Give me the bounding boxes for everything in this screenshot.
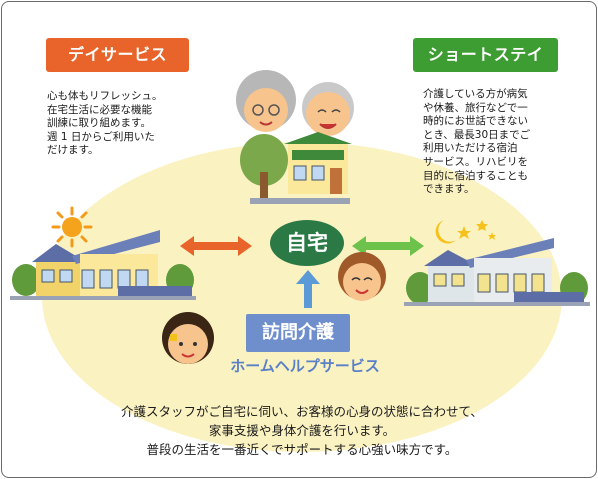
elderly-couple-icon [236, 70, 354, 204]
short-stay-arrow-icon [352, 236, 424, 256]
short-stay-description: 介護している方が病気 や休養、旅行などで一 時的にお世話できない とき、最長30… [423, 88, 531, 196]
short-stay-building-icon [404, 238, 590, 306]
description-line: 家事支援や身体介護を行います。 [208, 423, 396, 438]
description-line: 普段の生活を一番近くでサポートする心強い味方です。 [146, 442, 458, 457]
day-service-title: デイサービス [46, 38, 189, 72]
home-helper-icon [162, 312, 214, 364]
caregiver-woman-icon [338, 252, 386, 301]
day-service-arrow-icon [180, 236, 252, 256]
home-help-subtitle: ホームヘルプサービス [230, 357, 380, 375]
description-line: 介護スタッフがご自宅に伺い、お客様の心身の状態に合わせて、 [121, 404, 483, 419]
home-help-title: 訪問介護 [246, 314, 350, 352]
home-help-description: 介護スタッフがご自宅に伺い、お客様の心身の状態に合わせて、 家事支援や身体介護を… [42, 402, 562, 459]
sun-icon [51, 206, 93, 248]
home-help-arrow-icon [296, 270, 320, 308]
short-stay-title: ショートステイ [413, 38, 558, 72]
moon-stars-icon [435, 220, 496, 244]
home-label: 自宅 [270, 220, 344, 266]
day-service-description: 心も体もリフレッシュ。 在宅生活に必要な機能 訓練に取り組めます。 週 1 日か… [47, 90, 163, 157]
day-service-building-icon [10, 230, 196, 300]
